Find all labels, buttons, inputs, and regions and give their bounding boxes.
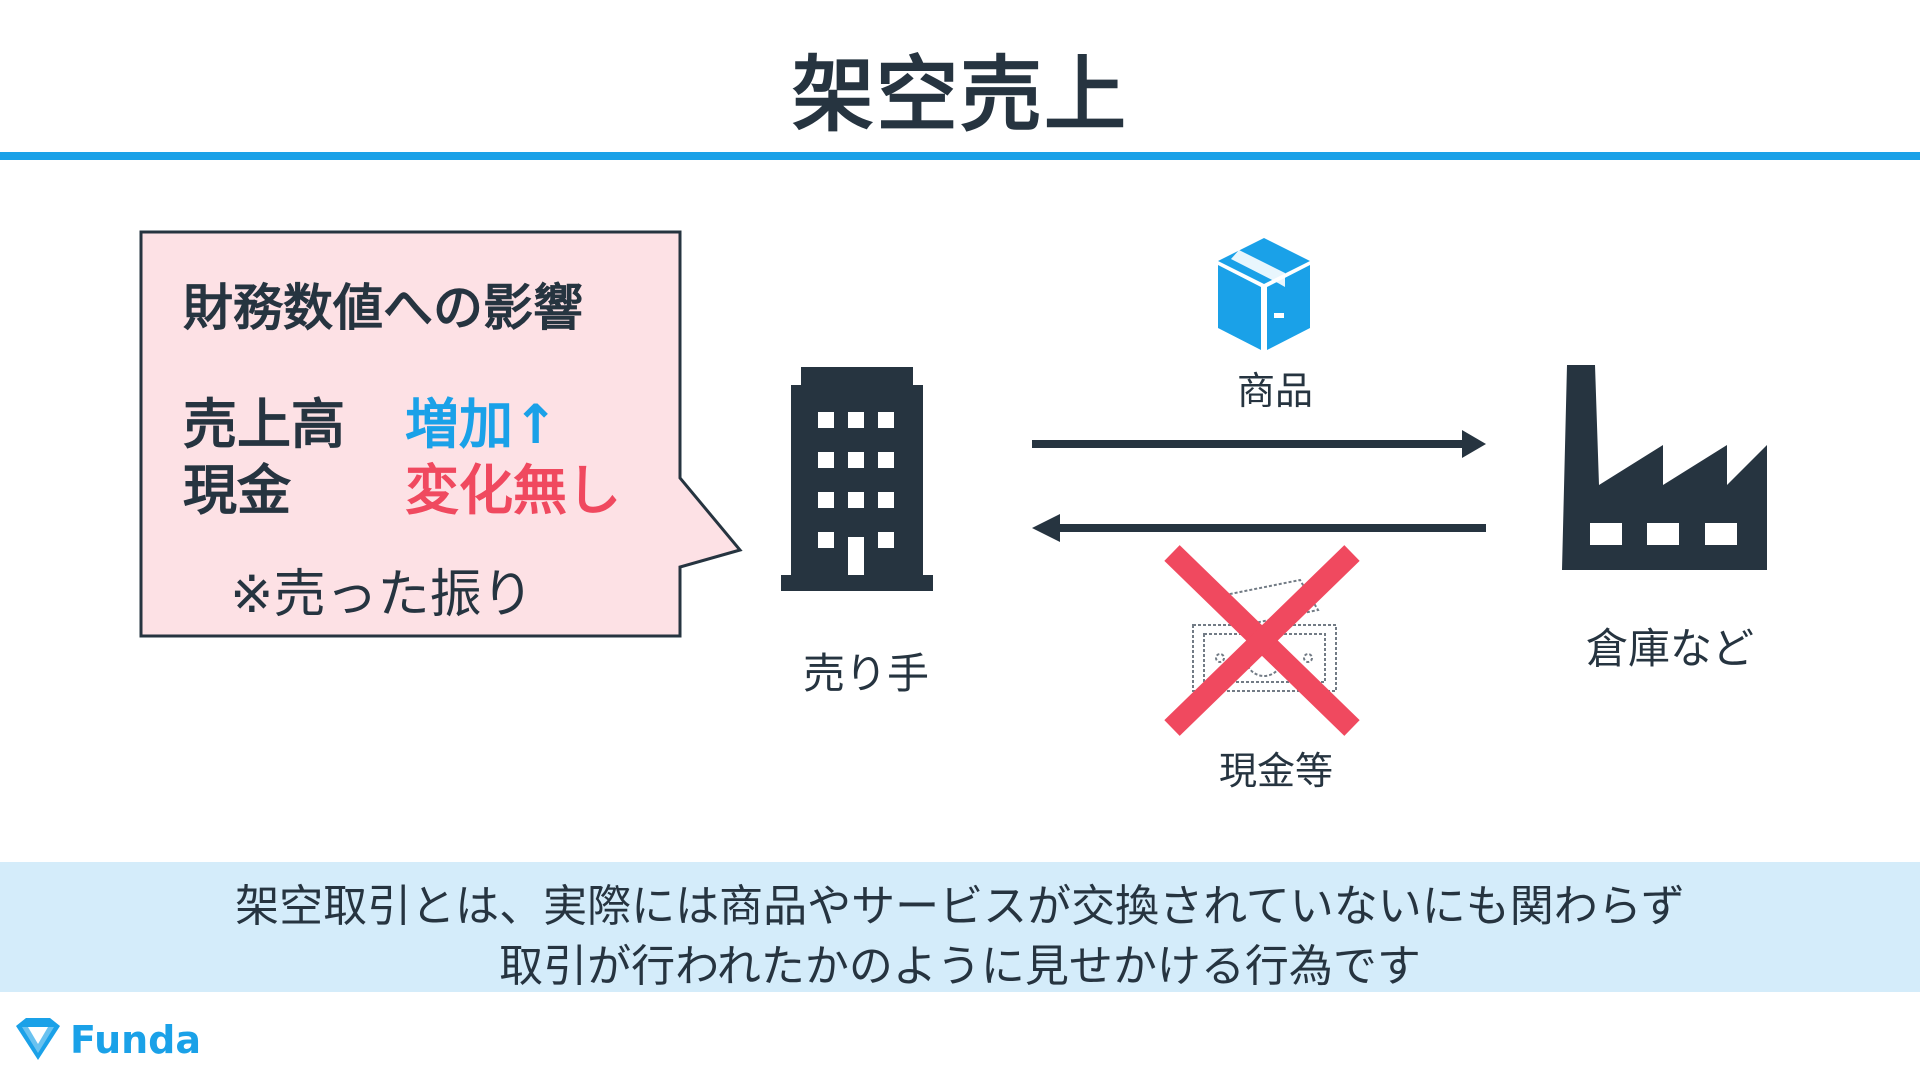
warehouse-label: 倉庫など (1585, 624, 1754, 673)
callout-heading: 財務数値への影響 (183, 279, 583, 337)
funda-diamond-logo-icon (16, 1018, 60, 1060)
package-box-icon (1218, 238, 1310, 350)
explanation-line-1: 架空取引とは、実際には商品やサービスが交換されていないにも関わらず (235, 881, 1685, 932)
cash-label: 現金等 (1218, 749, 1333, 793)
goods-label: 商品 (1236, 369, 1313, 413)
seller-label: 売り手 (802, 649, 929, 698)
callout-note: ※売った振り (230, 565, 534, 625)
red-x-cross-icon (1164, 545, 1360, 736)
callout-value-sales: 増加↑ (405, 393, 559, 456)
title-underline (0, 152, 1920, 160)
callout-bubble (139, 230, 743, 638)
explanation-line-2: 取引が行われたかのように見せかける行為です (499, 941, 1421, 992)
funda-logo: Funda (14, 1015, 201, 1065)
goods-flow-arrow (1032, 430, 1486, 458)
callout-value-cash: 変化無し (405, 459, 621, 522)
office-building-icon (781, 367, 933, 591)
callout-label-sales: 売上高 (183, 393, 345, 456)
callout-label-cash: 現金 (183, 459, 291, 522)
explanation-banner (0, 862, 1920, 992)
logo-text: Funda (70, 1018, 202, 1062)
factory-icon (1562, 365, 1767, 570)
page-title: 架空売上 (791, 48, 1128, 143)
cash-flow-arrow (1032, 514, 1486, 542)
